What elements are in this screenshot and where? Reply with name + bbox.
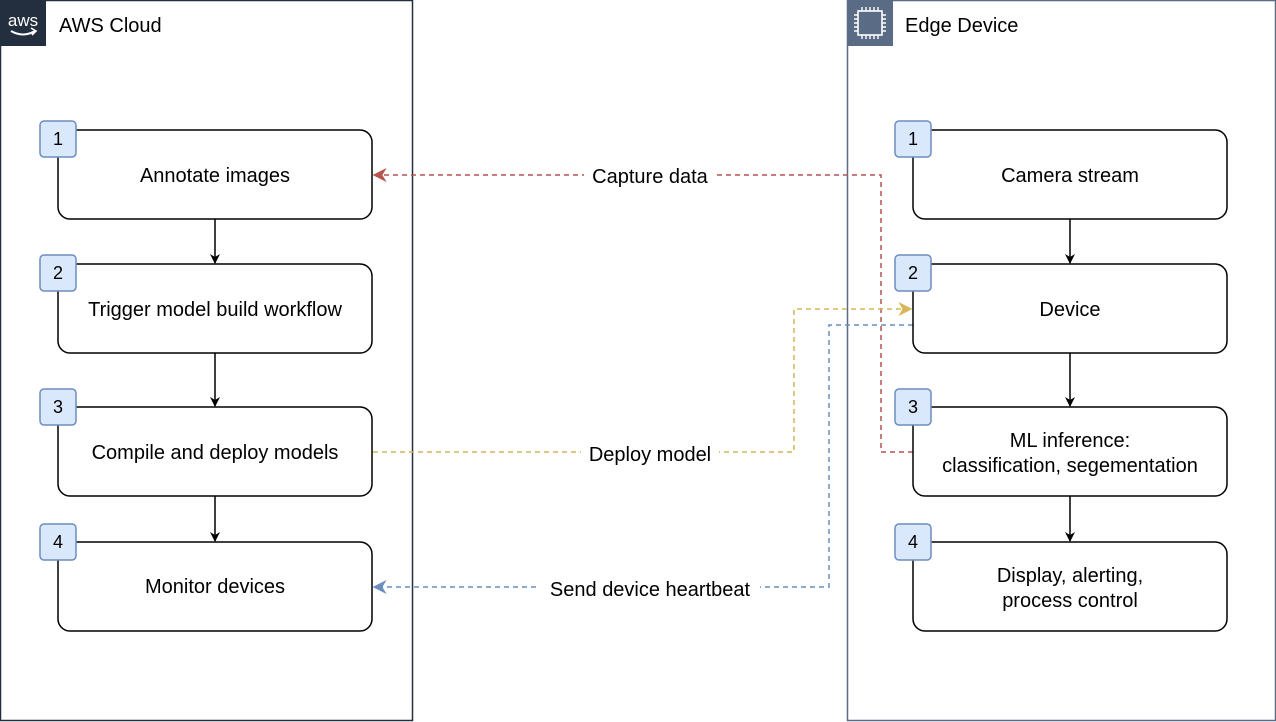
edge-step-label: Camera stream xyxy=(1001,165,1139,187)
aws-step-4: Monitor devices xyxy=(57,541,373,632)
aws-cloud-title: AWS Cloud xyxy=(59,15,162,37)
edge-step-label: Device xyxy=(1039,299,1100,321)
deploy-model-line xyxy=(373,302,913,453)
step-number-badge: 3 xyxy=(894,388,932,426)
capture-data-label: Capture data xyxy=(592,166,709,188)
edge-step-box xyxy=(912,541,1228,632)
aws-cloud-border xyxy=(0,0,414,722)
edge-step-box xyxy=(912,263,1228,354)
aws-step-box xyxy=(57,541,373,632)
aws-logo-icon: aws xyxy=(0,0,46,46)
aws-step-2: Trigger model build workflow xyxy=(57,263,373,354)
edge-step-label: classification, segementation xyxy=(942,455,1198,477)
svg-text:4: 4 xyxy=(908,532,918,552)
step-number-badge: 2 xyxy=(39,254,77,292)
edge-step-4: Display, alerting, process control xyxy=(912,541,1228,632)
step-number-badge: 1 xyxy=(894,120,932,158)
connection-capture-data: Capture data xyxy=(372,160,913,453)
edge-badges: 1 2 3 4 xyxy=(894,120,932,561)
step-number-badge: 2 xyxy=(894,254,932,292)
aws-step-box xyxy=(57,129,373,220)
svg-text:4: 4 xyxy=(53,532,63,552)
edge-step-2: Device xyxy=(912,263,1228,354)
svg-text:2: 2 xyxy=(908,263,918,283)
step-number-badge: 3 xyxy=(39,388,77,426)
svg-text:1: 1 xyxy=(908,129,918,149)
aws-step-label: Compile and deploy models xyxy=(92,442,339,464)
aws-step-label: Monitor devices xyxy=(145,576,285,598)
connection-deploy-model: Deploy model xyxy=(373,302,913,468)
send-heartbeat-label: Send device heartbeat xyxy=(550,579,751,601)
aws-step-1: Annotate images xyxy=(57,129,373,220)
edge-device-title: Edge Device xyxy=(905,15,1018,37)
aws-step-box xyxy=(57,263,373,354)
edge-step-box xyxy=(912,129,1228,220)
chip-icon xyxy=(847,0,893,46)
edge-step-label: process control xyxy=(1002,590,1138,612)
edge-step-label: Display, alerting, xyxy=(997,565,1143,587)
deploy-model-label: Deploy model xyxy=(589,444,711,466)
aws-badges: 1 2 3 4 xyxy=(39,120,77,561)
capture-data-line xyxy=(372,168,913,453)
aws-logo-text: aws xyxy=(8,11,38,30)
edge-step-box xyxy=(912,406,1228,497)
aws-step-box xyxy=(57,406,373,497)
step-number-badge: 1 xyxy=(39,120,77,158)
aws-step-label: Annotate images xyxy=(140,165,290,187)
edge-step-1: Camera stream xyxy=(912,129,1228,220)
edge-step-3: ML inference: classification, segementat… xyxy=(912,406,1228,497)
connection-send-heartbeat: Send device heartbeat xyxy=(372,324,913,603)
svg-text:1: 1 xyxy=(53,129,63,149)
svg-text:2: 2 xyxy=(53,263,63,283)
aws-step-3: Compile and deploy models xyxy=(57,406,373,497)
step-number-badge: 4 xyxy=(894,523,932,561)
svg-text:3: 3 xyxy=(908,397,918,417)
svg-text:3: 3 xyxy=(53,397,63,417)
step-number-badge: 4 xyxy=(39,523,77,561)
aws-step-label: Trigger model build workflow xyxy=(88,299,342,321)
aws-cloud-group: aws AWS Cloud xyxy=(0,0,414,722)
edge-step-label: ML inference: xyxy=(1010,430,1130,452)
